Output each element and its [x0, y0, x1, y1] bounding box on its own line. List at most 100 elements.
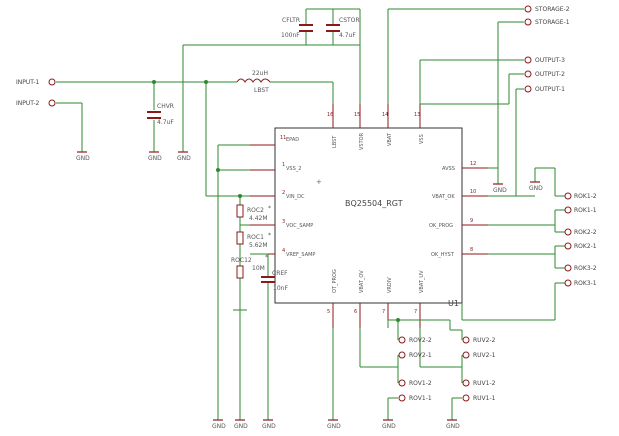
svg-text:VSTOR: VSTOR [359, 132, 365, 150]
svg-text:*: * [268, 205, 271, 212]
svg-text:ROK1-1: ROK1-1 [574, 207, 597, 214]
svg-text:100nF: 100nF [281, 32, 300, 39]
svg-text:OUTPUT-2: OUTPUT-2 [535, 71, 565, 78]
svg-text:GND: GND [327, 423, 341, 430]
svg-text:9: 9 [470, 218, 473, 224]
net-rok3 [461, 282, 565, 321]
svg-text:OK_PROG: OK_PROG [429, 223, 453, 229]
pin-1: VSS_2 1 [250, 162, 301, 172]
port-output-1[interactable]: OUTPUT-1 [524, 85, 565, 93]
chip-name: BQ25504_RGT [345, 199, 403, 208]
svg-text:12: 12 [470, 161, 476, 167]
roc2-resistor: ROC2 * 4.42M [236, 204, 271, 222]
svg-text:VIN_DC: VIN_DC [286, 194, 305, 200]
net-rov-gnd: GND [382, 397, 398, 430]
svg-text:GND: GND [76, 155, 90, 162]
net-input-2: GND [56, 102, 90, 162]
svg-text:4.7uF: 4.7uF [157, 119, 174, 126]
svg-text:5.62M: 5.62M [249, 242, 268, 249]
port-ruv2-2[interactable]: RUV2-2 [462, 336, 496, 344]
svg-text:EPAD: EPAD [286, 137, 299, 143]
svg-text:GND: GND [493, 187, 507, 194]
net-epad-gnd: GND [212, 144, 250, 430]
svg-text:VOC_SAMP: VOC_SAMP [286, 223, 313, 229]
port-rov1-1[interactable]: ROV1-1 [398, 394, 432, 402]
pin-3: VOC_SAMP 3 [250, 219, 313, 229]
svg-text:10nF: 10nF [273, 285, 288, 292]
port-rok2-1[interactable]: ROK2-1 [564, 242, 597, 250]
svg-text:ROV2-2: ROV2-2 [409, 337, 432, 344]
pin-10: VBAT_OK 10 [432, 189, 488, 200]
svg-text:LBST: LBST [254, 87, 269, 94]
port-rok1-1[interactable]: ROK1-1 [564, 206, 597, 214]
svg-text:GND: GND [446, 423, 460, 430]
svg-text:RUV1-2: RUV1-2 [473, 380, 496, 387]
svg-text:1: 1 [282, 162, 285, 168]
svg-text:ROV2-1: ROV2-1 [409, 352, 432, 359]
net-vref: GND [250, 253, 276, 430]
net-rok-gnd: GND [529, 167, 565, 197]
svg-text:CREF: CREF [272, 270, 288, 277]
port-rov2-2[interactable]: ROV2-2 [398, 336, 432, 344]
port-rok3-2[interactable]: ROK3-2 [564, 264, 597, 272]
roc12-resistor: ROC12 * 10M [231, 254, 268, 279]
port-rok2-2[interactable]: ROK2-2 [564, 228, 597, 236]
net-ruv-gnd: GND [446, 397, 462, 430]
port-ruv2-1[interactable]: RUV2-1 [462, 351, 496, 359]
port-rok3-1[interactable]: ROK3-1 [564, 279, 597, 287]
svg-text:RUV2-1: RUV2-1 [473, 352, 496, 359]
svg-text:OUTPUT-1: OUTPUT-1 [535, 86, 565, 93]
svg-text:ROC12: ROC12 [231, 257, 252, 264]
svg-text:VBAT_OV: VBAT_OV [359, 270, 365, 293]
svg-text:ROV1-1: ROV1-1 [409, 395, 432, 402]
port-input-1[interactable]: INPUT-1 [16, 78, 56, 86]
port-ruv1-2[interactable]: RUV1-2 [462, 379, 496, 387]
port-rov2-1[interactable]: ROV2-1 [398, 351, 432, 359]
svg-text:CSTOR: CSTOR [339, 17, 360, 24]
port-ruv1-1[interactable]: RUV1-1 [462, 394, 496, 402]
pin-7b: VBAT_UV 7 [414, 270, 425, 328]
port-storage-2[interactable]: STORAGE-2 [524, 5, 570, 13]
svg-text:16: 16 [327, 112, 333, 118]
port-input-2[interactable]: INPUT-2 [16, 99, 56, 107]
lbst-inductor: 22uH LBST [236, 70, 271, 94]
svg-text:AVSS: AVSS [442, 166, 455, 172]
svg-text:22uH: 22uH [252, 70, 268, 77]
svg-text:15: 15 [354, 112, 360, 118]
svg-text:VREF_SAMP: VREF_SAMP [286, 252, 315, 258]
svg-text:*: * [268, 232, 271, 239]
svg-text:OT_PROG: OT_PROG [332, 269, 338, 293]
net-input-1 [56, 80, 334, 197]
svg-text:LBST: LBST [332, 135, 338, 148]
svg-text:INPUT-1: INPUT-1 [16, 79, 40, 86]
cfltr-capacitor: CFLTR 100nF [281, 17, 313, 39]
svg-text:GND: GND [148, 155, 162, 162]
svg-text:8: 8 [470, 247, 473, 253]
svg-text:ROC2: ROC2 [247, 207, 264, 214]
pin-8: OK_HYST 8 [431, 247, 488, 258]
port-output-3[interactable]: OUTPUT-3 [524, 56, 565, 64]
pin-5: OT_PROG 5 [327, 269, 338, 328]
net-roc-divider: GND [233, 194, 250, 430]
pin-15: VSTOR 15 [354, 104, 365, 150]
svg-text:ROK3-2: ROK3-2 [574, 265, 597, 272]
svg-text:ROV1-2: ROV1-2 [409, 380, 432, 387]
pin-13: VSS 13 [414, 104, 425, 144]
port-storage-1[interactable]: STORAGE-1 [524, 18, 570, 26]
net-vbat-uv [419, 328, 463, 383]
net-output [419, 59, 524, 197]
net-ot-prog: GND [327, 328, 341, 430]
pin-14: VBAT 14 [382, 104, 393, 146]
svg-text:4.7uF: 4.7uF [339, 32, 356, 39]
port-rok1-2[interactable]: ROK1-2 [564, 192, 597, 200]
svg-text:7: 7 [414, 309, 417, 315]
svg-text:10M: 10M [252, 265, 265, 272]
svg-text:GND: GND [177, 155, 191, 162]
cref-capacitor: CREF 10nF [261, 270, 288, 292]
port-rov1-2[interactable]: ROV1-2 [398, 379, 432, 387]
port-output-2[interactable]: OUTPUT-2 [524, 70, 565, 78]
net-ok-prog [488, 209, 565, 233]
svg-text:11: 11 [280, 135, 286, 141]
net-vrdiv [387, 318, 463, 340]
